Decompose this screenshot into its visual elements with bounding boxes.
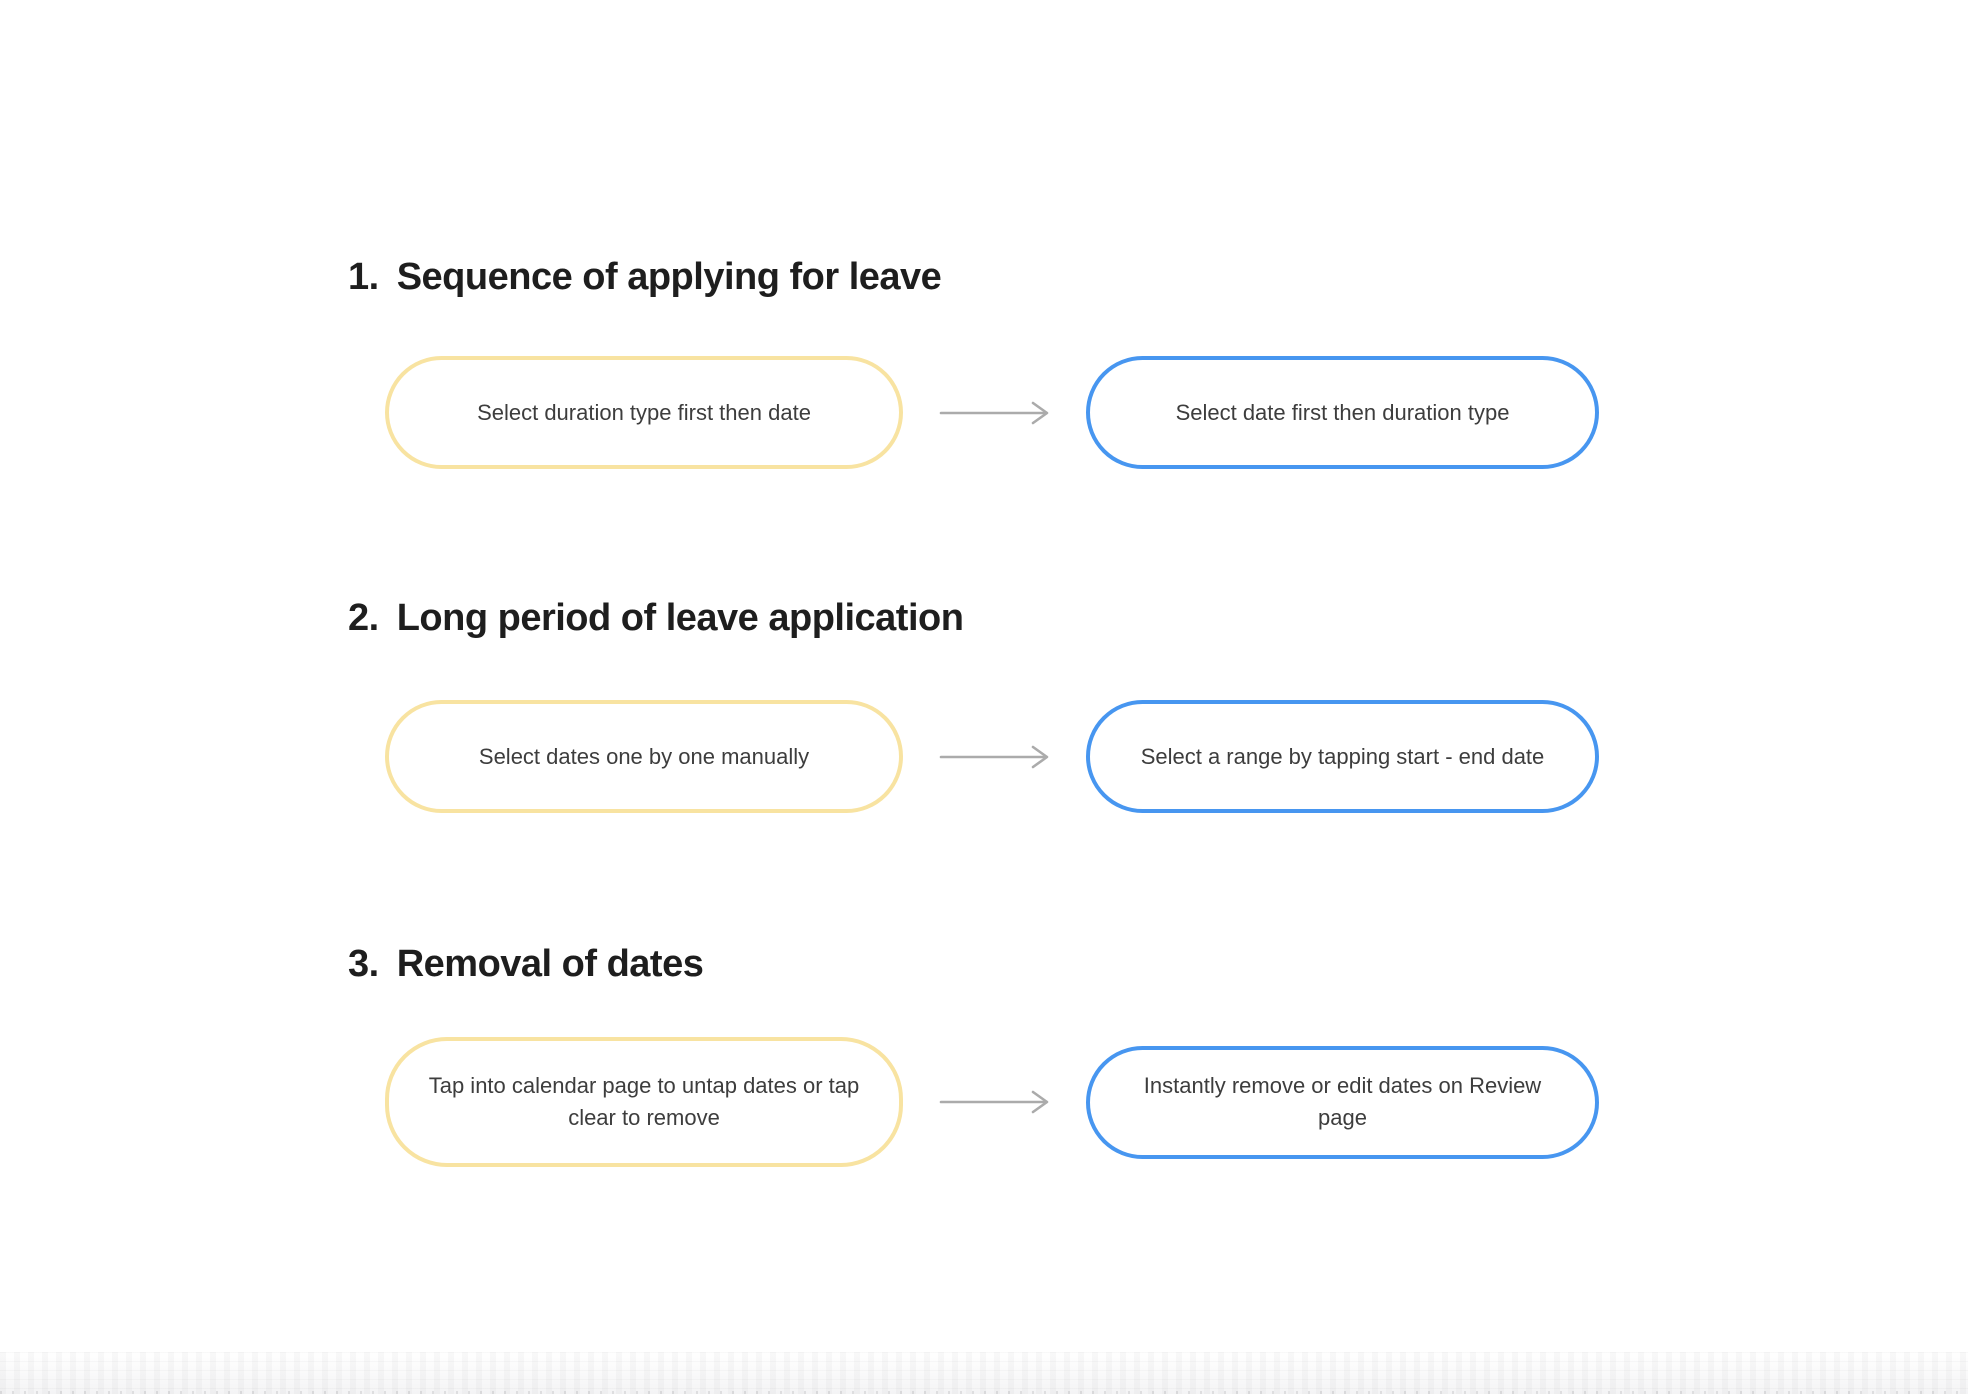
section-2-heading: 2. Long period of leave application: [348, 597, 964, 640]
section-2-title: Long period of leave application: [396, 597, 964, 639]
after-node-3: Instantly remove or edit dates on Review…: [1086, 1045, 1599, 1159]
before-node-3-label: Tap into calendar page to untap dates or…: [428, 1073, 860, 1130]
after-node-3-label: Instantly remove or edit dates on Review…: [1143, 1073, 1542, 1130]
after-node-2-label: Select a range by tapping start - end da…: [1140, 743, 1545, 769]
right-arrow-icon: [939, 401, 1048, 424]
right-arrow-icon: [939, 745, 1048, 768]
section-1-heading: 1. Sequence of applying for leave: [348, 256, 942, 299]
before-node-1: Select duration type first then date: [385, 356, 903, 469]
section-3-title: Removal of dates: [396, 943, 704, 985]
flow-row-2: Select dates one by one manually Select …: [385, 700, 1599, 813]
arrow-wrap-3: [903, 1089, 1086, 1115]
section-3-number: 3.: [348, 943, 379, 985]
section-1-title: Sequence of applying for leave: [396, 256, 942, 298]
after-node-1-label: Select date first then duration type: [1175, 399, 1510, 425]
flow-row-1: Select duration type first then date Sel…: [385, 356, 1599, 469]
section-2-number: 2.: [348, 597, 379, 639]
before-node-2: Select dates one by one manually: [385, 700, 903, 813]
before-node-2-label: Select dates one by one manually: [478, 743, 810, 769]
right-arrow-icon: [939, 1090, 1048, 1114]
before-node-3: Tap into calendar page to untap dates or…: [385, 1037, 903, 1167]
section-3-heading: 3. Removal of dates: [348, 943, 704, 986]
after-node-1: Select date first then duration type: [1086, 356, 1599, 469]
flow-row-3: Tap into calendar page to untap dates or…: [385, 1037, 1599, 1167]
after-node-2: Select a range by tapping start - end da…: [1086, 700, 1599, 813]
section-1-number: 1.: [348, 256, 379, 298]
before-node-1-label: Select duration type first then date: [477, 399, 811, 425]
canvas-bottom-texture: [0, 1352, 1968, 1394]
arrow-wrap-1: [903, 400, 1086, 426]
arrow-wrap-2: [903, 744, 1086, 770]
